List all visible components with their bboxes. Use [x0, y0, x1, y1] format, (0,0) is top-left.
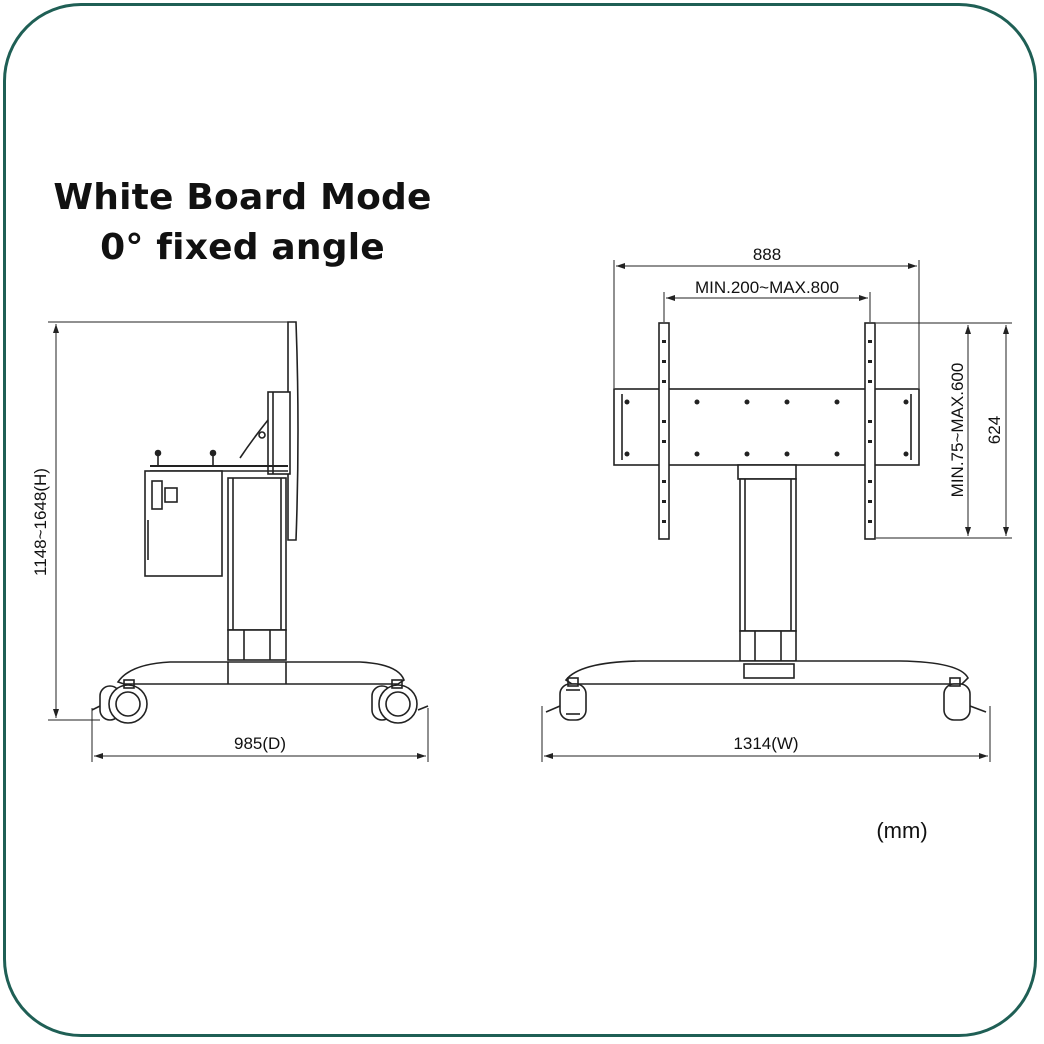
bracket-height-label: 624	[985, 416, 1004, 444]
front-view	[545, 322, 987, 721]
side-dimensions	[48, 321, 429, 762]
base-width-label: 1314(W)	[733, 734, 798, 753]
title-angle: 0° fixed angle	[100, 227, 385, 268]
vesa-horizontal-label: MIN.200~MAX.800	[695, 278, 839, 297]
side-caster-rear	[371, 679, 429, 724]
overall-width-label: 888	[753, 245, 781, 264]
front-caster-right	[943, 677, 987, 721]
side-column	[227, 477, 287, 631]
title-mode: White Board Mode	[53, 177, 432, 218]
side-base	[116, 661, 405, 685]
height-label: 1148~1648(H)	[31, 468, 50, 576]
rounded-frame	[3, 3, 1037, 1037]
front-dimensions	[541, 260, 1012, 762]
front-base	[564, 660, 969, 685]
front-arm-left	[658, 322, 670, 540]
depth-label: 985(D)	[234, 734, 286, 753]
side-computer-box	[144, 470, 223, 577]
front-arm-right	[864, 322, 876, 540]
side-mount-bracket	[267, 391, 291, 475]
vesa-vertical-label: MIN.75~MAX.600	[948, 363, 967, 498]
side-view	[91, 321, 429, 724]
front-caster-left	[545, 677, 587, 721]
unit-label: (mm)	[876, 818, 927, 843]
side-caster-front	[91, 679, 148, 724]
side-display-panel	[287, 321, 299, 541]
front-column	[739, 478, 797, 632]
